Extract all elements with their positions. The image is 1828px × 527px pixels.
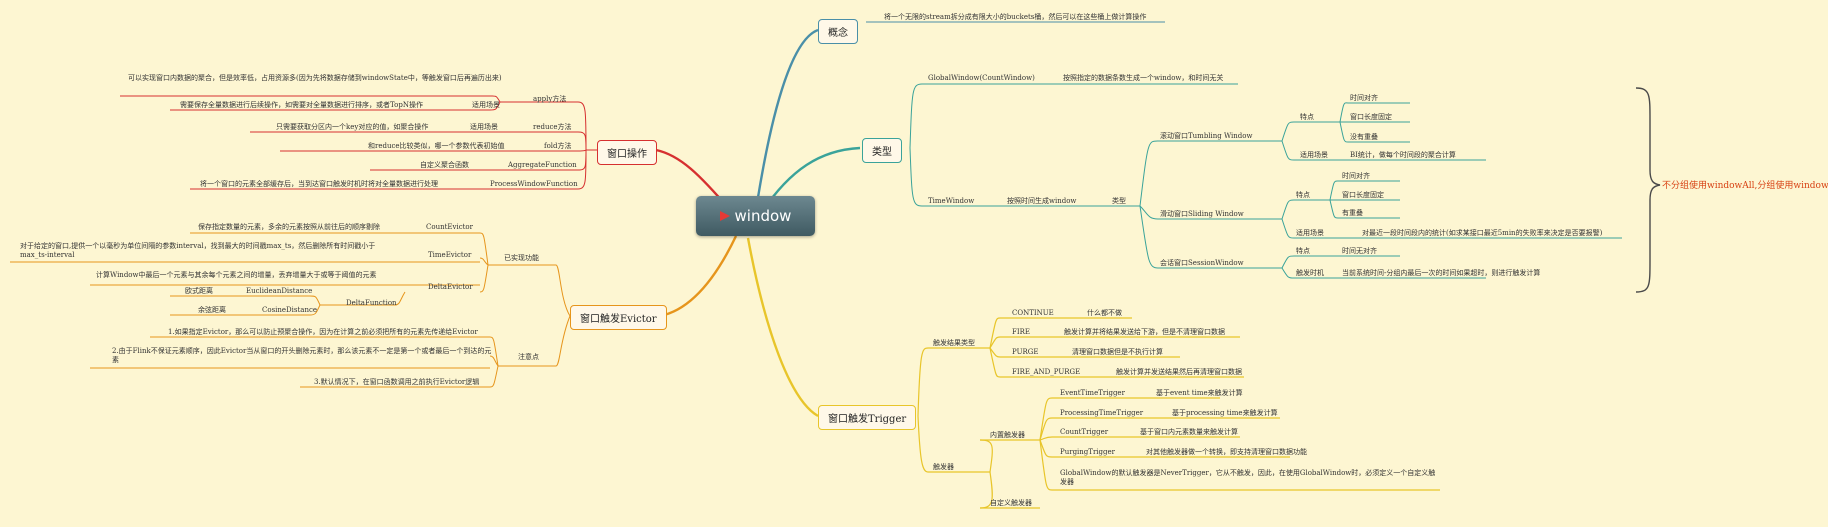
result-purge-desc: 清理窗口数据但是不执行计算	[1072, 348, 1163, 356]
reduce-description: 只需要获取分区内一个key对应的值，如聚合操作	[276, 123, 429, 131]
process-description: 将一个窗口的元素全部缓存后，当到达窗口触发时机时将对全量数据进行处理	[200, 180, 438, 188]
result-continue[interactable]: CONTINUE	[1012, 309, 1054, 317]
branch-trigger-connector	[746, 237, 819, 418]
window-usage-note: 不分组使用windowAll,分组使用window	[1662, 181, 1828, 191]
fold-description: 和reduce比较类似，哪一个参数代表初始值	[368, 142, 505, 150]
tumbling-feature-3: 没有重叠	[1350, 133, 1378, 141]
event-time-trigger[interactable]: EventTimeTrigger	[1060, 389, 1125, 397]
topic-concept[interactable]: 概念	[818, 19, 858, 44]
sliding-scene: 适用场景	[1296, 229, 1324, 237]
topic-evictor[interactable]: 窗口触发Evictor	[570, 305, 667, 330]
attention-1: 1.如果指定Evictor，那么可以防止预聚合操作，因为在计算之前必须把所有的元…	[168, 328, 478, 336]
topic-type[interactable]: 类型	[862, 138, 902, 163]
result-fire-and-purge[interactable]: FIRE_AND_PURGE	[1012, 368, 1081, 376]
result-purge[interactable]: PURGE	[1012, 348, 1039, 356]
tumbling-window[interactable]: 滚动窗口Tumbling Window	[1160, 132, 1253, 140]
count-evictor[interactable]: CountEvictor	[426, 223, 473, 231]
trigger-result-type: 触发结果类型	[933, 339, 975, 347]
euclidean-label: 欧式距离	[185, 287, 213, 295]
type-global-window[interactable]: GlobalWindow(CountWindow)	[928, 74, 1035, 82]
sliding-feature-3: 有重叠	[1342, 209, 1363, 217]
topic-trigger[interactable]: 窗口触发Trigger	[818, 405, 917, 430]
topic-window-operation[interactable]: 窗口操作	[597, 140, 657, 165]
time-evictor[interactable]: TimeEvictor	[428, 251, 472, 259]
cosine-label: 余弦距离	[198, 306, 226, 314]
euclidean-distance[interactable]: EuclideanDistance	[246, 287, 313, 295]
purging-trigger[interactable]: PurgingTrigger	[1060, 448, 1115, 456]
delta-evictor[interactable]: DeltaEvictor	[428, 283, 473, 291]
result-fire-desc: 触发计算并将结果发送给下游，但是不清理窗口数据	[1064, 328, 1225, 336]
type-global-window-desc: 按照指定的数据条数生成一个window，和时间无关	[1063, 74, 1224, 82]
type-time-window[interactable]: TimeWindow	[928, 197, 975, 205]
session-trigger-desc: 当前系统时间-分组内最后一次的时间如果超时，则进行触发计算	[1342, 269, 1541, 277]
result-fire-and-purge-desc: 触发计算并发送结果然后再清理窗口数据	[1116, 368, 1242, 376]
sliding-feature-2: 窗口长度固定	[1342, 191, 1384, 199]
branch-concept-connector	[754, 28, 819, 211]
central-topic-label: window	[734, 207, 792, 225]
apply-scene: 适用场景	[472, 101, 500, 109]
central-topic[interactable]: window	[696, 196, 815, 236]
sliding-feature-1: 时间对齐	[1342, 172, 1370, 180]
aggregate-description: 自定义聚合函数	[420, 161, 469, 169]
session-window[interactable]: 会话窗口SessionWindow	[1160, 259, 1244, 267]
custom-trigger[interactable]: 自定义触发器	[990, 499, 1032, 507]
process-window-function[interactable]: ProcessWindowFunction	[490, 180, 578, 188]
apply-description: 可以实现窗口内数据的聚合，但是效率低，占用资源多(因为先将数据存储到window…	[128, 74, 502, 82]
evictor-implemented: 已实现功能	[504, 254, 539, 262]
evictor-attention: 注意点	[518, 353, 539, 361]
tumbling-feature-1: 时间对齐	[1350, 94, 1378, 102]
flag-icon	[719, 211, 730, 221]
apply-scene-desc: 需要保存全量数据进行后续操作，如需要对全量数据进行排序，或者TopN操作	[180, 101, 423, 109]
result-continue-desc: 什么都不做	[1087, 309, 1122, 317]
tumbling-feature-2: 窗口长度固定	[1350, 113, 1392, 121]
processing-time-trigger[interactable]: ProcessingTimeTrigger	[1060, 409, 1144, 417]
reduce-method[interactable]: reduce方法	[533, 123, 572, 131]
cosine-distance[interactable]: CosineDistance	[262, 306, 318, 314]
delta-evictor-desc: 计算Window中最后一个元素与其余每个元素之间的增量，丢弃增量大于或等于阈值的…	[96, 271, 377, 279]
concept-description: 将一个无限的stream拆分成有限大小的buckets桶，然后可以在这些桶上做计…	[884, 13, 1147, 21]
tumbling-scene-desc: BI统计，做每个时间段的聚合计算	[1350, 151, 1456, 159]
sliding-window[interactable]: 滑动窗口Sliding Window	[1160, 210, 1244, 218]
count-trigger-desc: 基于窗口内元素数量来触发计算	[1140, 428, 1238, 436]
aggregate-function[interactable]: AggregateFunction	[508, 161, 577, 169]
count-evictor-desc: 保存指定数量的元素，多余的元素按照从前往后的顺序剔除	[198, 223, 380, 231]
session-feature: 特点	[1296, 247, 1310, 255]
event-time-trigger-desc: 基于event time来触发计算	[1156, 389, 1243, 397]
count-trigger[interactable]: CountTrigger	[1060, 428, 1109, 436]
type-kind-label: 类型	[1112, 197, 1126, 205]
apply-method[interactable]: apply方法	[533, 95, 567, 103]
brace-shape	[1635, 87, 1661, 293]
result-fire[interactable]: FIRE	[1012, 328, 1031, 336]
attention-2: 2.由于Flink不保证元素顺序，因此Evictor当从窗口的开头删除元素时，那…	[112, 347, 492, 364]
session-trigger: 触发时机	[1296, 269, 1324, 277]
attention-3: 3.默认情况下，在窗口函数调用之前执行Evictor逻辑	[314, 378, 480, 386]
type-time-window-desc: 按照时间生成window	[1007, 197, 1077, 205]
tumbling-feature: 特点	[1300, 113, 1314, 121]
sliding-feature: 特点	[1296, 191, 1310, 199]
tumbling-scene: 适用场景	[1300, 151, 1328, 159]
global-window-trigger-desc: GlobalWindow的默认触发器是NeverTrigger，它从不触发，因此…	[1060, 469, 1436, 486]
triggers-label: 触发器	[933, 463, 954, 471]
reduce-scene: 适用场景	[470, 123, 498, 131]
time-evictor-desc: 对于给定的窗口,提供一个以毫秒为单位间隔的参数interval，找到最大的时间戳…	[20, 242, 376, 259]
processing-time-trigger-desc: 基于processing time来触发计算	[1172, 409, 1278, 417]
builtin-triggers: 内置触发器	[990, 431, 1025, 439]
purging-trigger-desc: 对其他触发器做一个转换，即支持清理窗口数据功能	[1146, 448, 1307, 456]
session-feature-1: 时间无对齐	[1342, 247, 1377, 255]
branch-evictor-connector	[659, 235, 738, 318]
delta-function[interactable]: DeltaFunction	[346, 299, 397, 307]
sliding-scene-desc: 对最近一段时间段内的统计(如求某接口最近5min的失败率来决定是否要报警)	[1362, 229, 1603, 237]
fold-method[interactable]: fold方法	[544, 142, 572, 150]
